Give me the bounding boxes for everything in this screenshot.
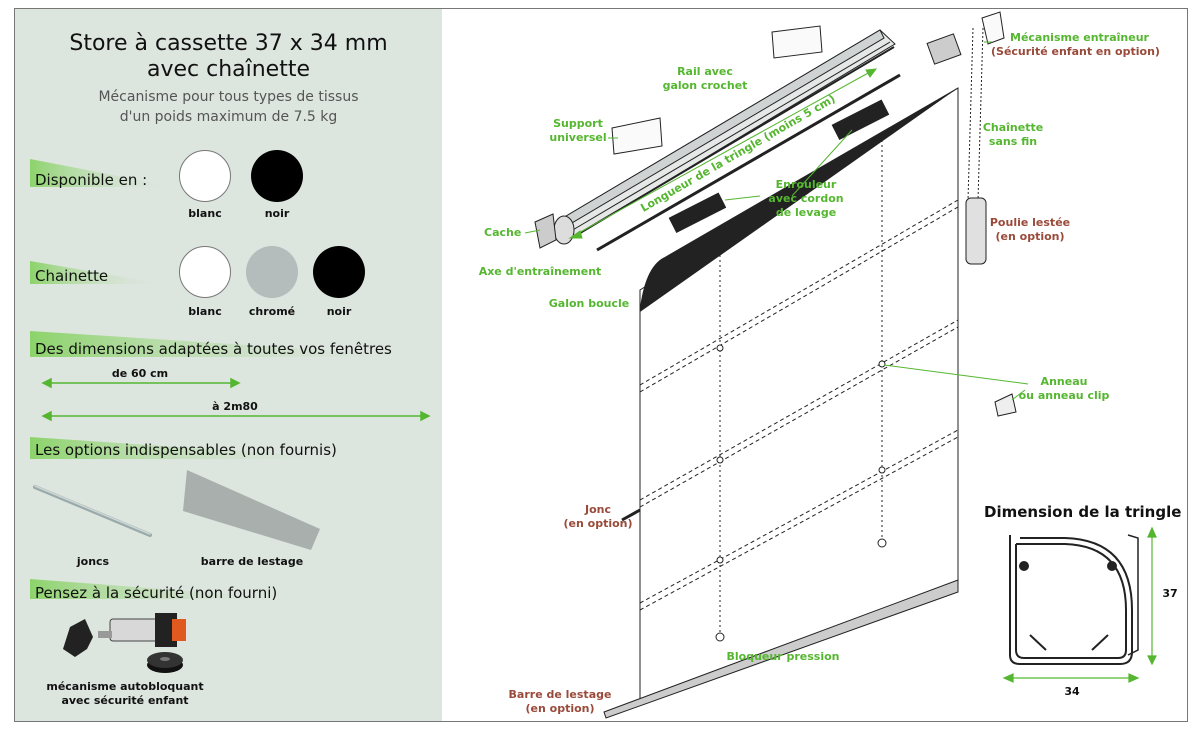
safety-item-line2: avec sécurité enfant	[61, 694, 189, 707]
weight-bar-image	[183, 470, 320, 550]
safety-mechanism-image	[63, 613, 186, 673]
endless-chain	[967, 27, 984, 201]
winder-label-line3: de levage	[775, 206, 837, 219]
swatch-chain-black	[313, 246, 365, 298]
product-title-line1: Store à cassette 37 x 34 mm	[69, 31, 388, 56]
mechanism-label-line2: (Sécurité enfant en option)	[991, 45, 1160, 58]
drive-mechanism	[926, 33, 962, 65]
pulley-label-line2: (en option)	[995, 230, 1065, 243]
profile-width-value: 34	[1064, 685, 1080, 698]
rod-part	[621, 508, 641, 522]
min-width-arrow	[41, 377, 241, 389]
fold-lines	[639, 199, 959, 611]
product-subtitle-line2: d'un poids maximum de 7.5 kg	[119, 109, 338, 125]
chain-heading: Chainette	[35, 267, 109, 285]
winder-label-line1: Enrouleur	[775, 178, 837, 191]
heading-accent-safety	[30, 579, 295, 599]
heading-accent-options	[30, 437, 355, 459]
heading-accent-chain	[30, 261, 165, 284]
support-label-line2: universel	[549, 131, 607, 144]
swatch-chain-white	[179, 246, 231, 298]
lock-label: Bloqueur pression	[726, 650, 840, 663]
safety-item-line1: mécanisme autobloquant	[46, 680, 204, 693]
chain-chrome-label: chromé	[248, 305, 296, 318]
winder-label-line2: avec cordon	[768, 192, 844, 205]
ring-clip	[994, 393, 1017, 417]
ring-4	[878, 466, 886, 474]
chain-label-line2: sans fin	[988, 135, 1038, 148]
rail-label-line1: Rail avec	[677, 65, 733, 78]
heading-accent-available	[30, 159, 175, 187]
heading-accent-dimensions	[30, 331, 435, 357]
cache-label: Cache	[484, 226, 522, 239]
option-weight-bar-label: barre de lestage	[200, 555, 304, 568]
lock-right	[877, 538, 887, 548]
axis-label: Axe d'entraînement	[478, 265, 602, 278]
rail-label-line2: galon crochet	[662, 79, 748, 92]
pulley-label-line1: Poulie lestée	[989, 216, 1071, 229]
option-rods-label: joncs	[76, 555, 110, 568]
ring-2	[878, 360, 886, 368]
drive-axis	[596, 73, 901, 252]
ring-label-line1: Anneau	[1040, 375, 1088, 388]
support-bracket-top	[771, 25, 823, 59]
weight-bar-part	[603, 579, 959, 719]
loop-label: Galon boucle	[548, 297, 630, 310]
product-subtitle-line1: Mécanisme pour tous types de tissus	[98, 89, 359, 105]
mechanism-label-line1: Mécanisme entraîneur	[1010, 31, 1149, 44]
ring-1	[716, 344, 724, 352]
support-label-line1: Support	[553, 117, 603, 130]
rod-label-line2: (en option)	[563, 517, 633, 530]
lock-left	[715, 632, 725, 642]
profile-dimension-arrows	[1002, 526, 1157, 683]
winder-right	[831, 99, 890, 141]
outer-frame	[14, 8, 1188, 722]
dimensions-heading: Des dimensions adaptées à toutes vos fen…	[35, 340, 392, 358]
ring-5	[716, 556, 724, 564]
safety-heading: Pensez à la sécurité (non fourni)	[35, 584, 278, 602]
ring-label-line2: ou anneau clip	[1018, 389, 1110, 402]
cache-part	[534, 213, 557, 249]
min-width-label: de 60 cm	[111, 367, 169, 380]
options-heading: Les options indispensables (non fournis)	[35, 441, 337, 459]
info-panel: Store à cassette 37 x 34 mm avec chaînet…	[15, 9, 442, 721]
max-width-label: à 2m80	[212, 400, 258, 413]
weighted-pulley	[965, 197, 987, 265]
rail-profile	[1009, 534, 1139, 665]
weight-bar-label-line2: (en option)	[525, 702, 595, 715]
product-title-line2: avec chaînette	[146, 57, 311, 82]
available-white-label: blanc	[188, 207, 222, 220]
swatch-available-black	[251, 150, 303, 202]
available-heading: Disponible en :	[35, 171, 148, 189]
profile-height-value: 37	[1162, 587, 1178, 600]
weight-bar-label-line1: Barre de lestage	[508, 688, 612, 701]
rail-shape	[553, 29, 896, 245]
swatch-chain-chrome	[246, 246, 298, 298]
chain-label-line1: Chaînette	[982, 121, 1044, 134]
chain-white-label: blanc	[188, 305, 222, 318]
chain-black-label: noir	[326, 305, 352, 318]
winder-left	[668, 192, 727, 234]
swatch-available-white	[179, 150, 231, 202]
mechanism-bracket	[981, 11, 1005, 45]
rod-label-line1: Jonc	[584, 503, 612, 516]
ring-3	[716, 456, 724, 464]
max-width-arrow	[41, 410, 431, 422]
panel-graphics	[30, 159, 435, 673]
profile-dimension-title: Dimension de la tringle	[984, 503, 1182, 521]
available-black-label: noir	[264, 207, 290, 220]
rods-image	[33, 485, 152, 537]
support-bracket-left	[611, 117, 663, 155]
